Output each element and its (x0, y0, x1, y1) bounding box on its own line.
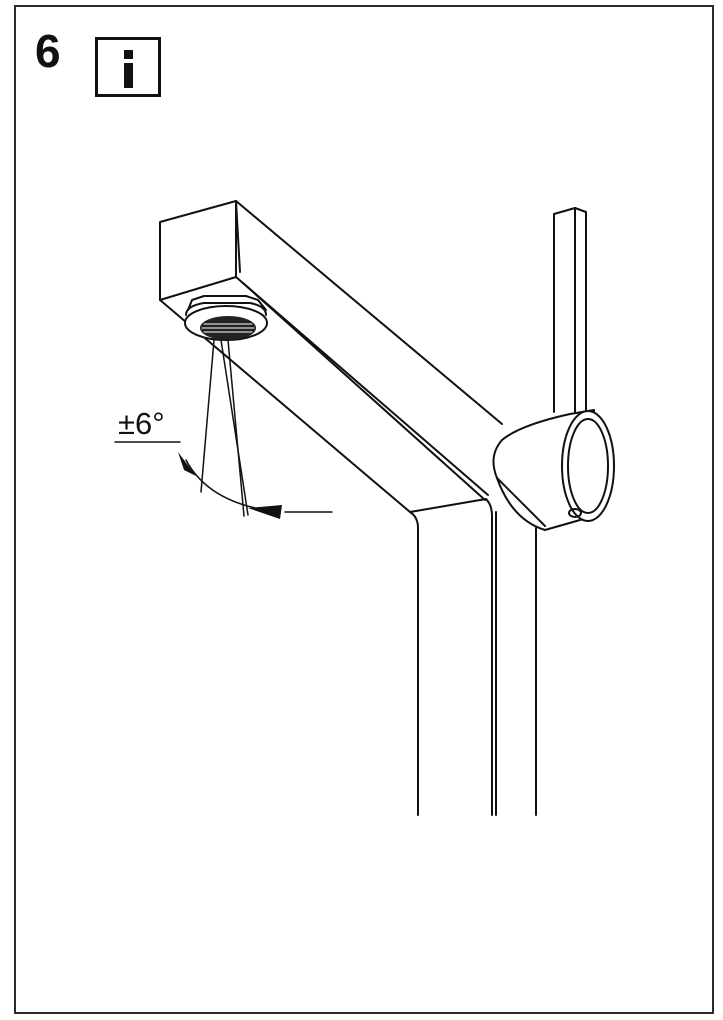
riser-rail (535, 207, 587, 816)
faucet-column (409, 498, 497, 816)
spout-body (159, 200, 503, 513)
step-number: 6 (35, 25, 61, 77)
angle-label: ±6° (118, 406, 165, 441)
info-icon-stem (124, 63, 133, 88)
instruction-panel-frame (14, 5, 714, 1014)
aerator-mesh-pattern (201, 323, 255, 333)
mixer-handle (492, 409, 615, 531)
info-icon (95, 37, 161, 97)
swivel-angle-lines (200, 339, 249, 517)
angle-arc (114, 441, 333, 513)
angle-arrow-left-icon (178, 452, 196, 476)
info-icon-dot (124, 50, 133, 59)
angle-arrow-right-icon (248, 505, 282, 519)
spout-end-cap (159, 200, 237, 301)
